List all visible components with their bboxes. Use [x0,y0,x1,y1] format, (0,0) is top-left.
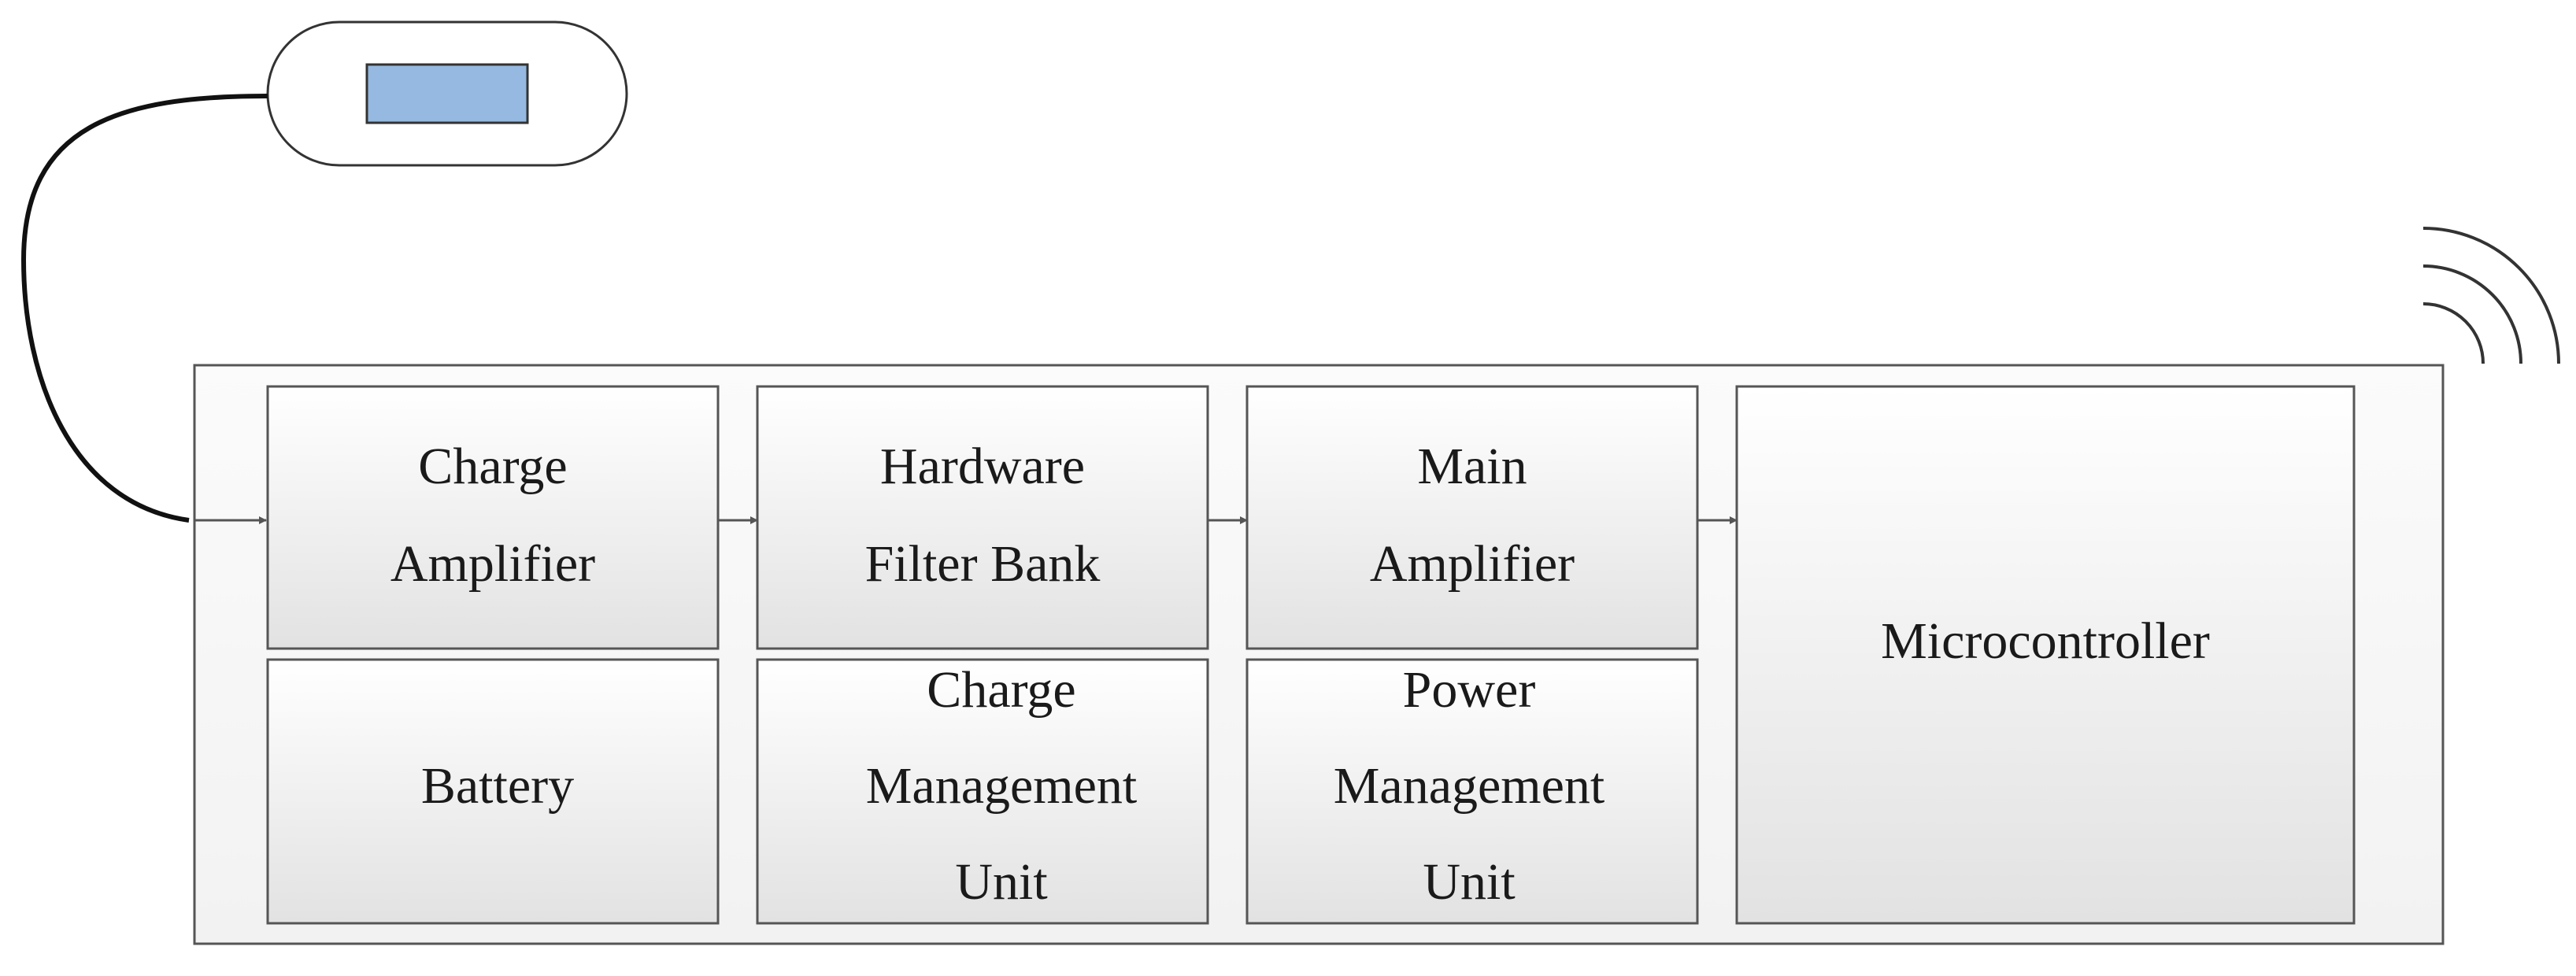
sensor-window [365,63,529,124]
block-charge-amplifier: Charge Amplifier [266,385,720,650]
hardware-filter-bank-label-2: Filter Bank [865,535,1101,593]
block-hardware-filter-bank: Hardware Filter Bank [756,385,1209,650]
power-management-unit-label-3: Unit [1423,853,1515,911]
microcontroller-label: Microcontroller [1881,612,2210,670]
charge-management-unit-label-3: Unit [955,853,1047,911]
main-amplifier-label-1: Main [1417,438,1527,495]
charge-amplifier-label-1: Charge [418,438,567,495]
charge-management-unit-label-2: Management [866,757,1138,815]
hardware-filter-bank-label-1: Hardware [880,438,1085,495]
charge-management-unit-label-1: Charge [927,661,1075,719]
battery-label: Battery [421,757,574,815]
block-battery: Battery [266,658,720,925]
sensor-cable [20,94,268,523]
block-main-amplifier: Main Amplifier [1245,385,1699,650]
power-management-unit-label-1: Power [1403,661,1536,719]
charge-amplifier-label-2: Amplifier [390,535,595,593]
block-microcontroller: Microcontroller [1735,385,2356,925]
block-charge-management-unit: Charge Management Unit [756,658,1209,925]
main-amplifier-label-2: Amplifier [1370,535,1575,593]
wireless-signal-icon [2422,227,2560,364]
sensor-probe [266,20,628,167]
power-management-unit-label-2: Management [1334,757,1605,815]
block-power-management-unit: Power Management Unit [1245,658,1699,925]
